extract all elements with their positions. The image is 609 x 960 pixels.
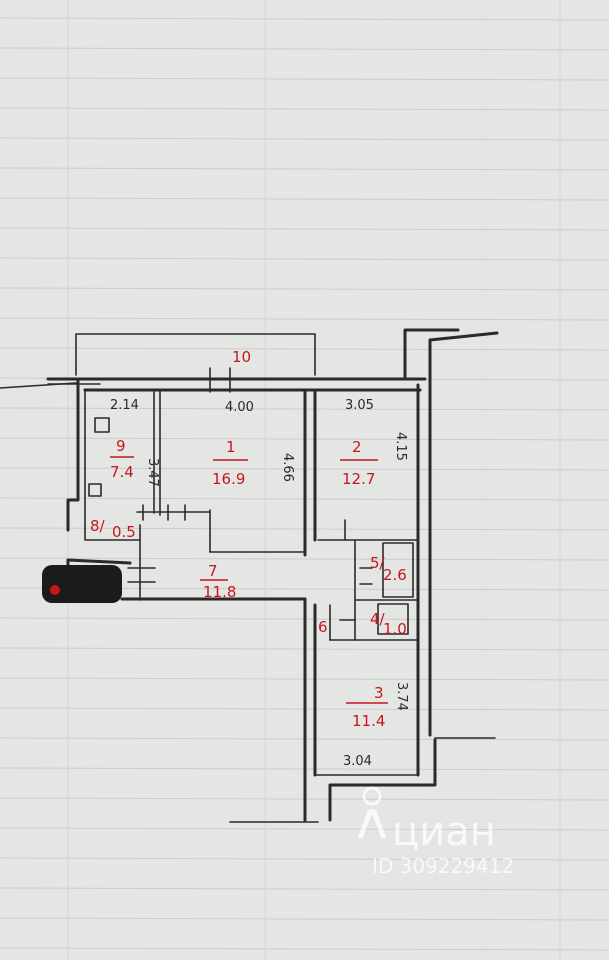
dim-3-04: 3.04 (343, 754, 372, 769)
room-2-number: 2 (352, 438, 362, 456)
grid-line (0, 857, 609, 861)
room-4-number: 4/ (370, 610, 386, 628)
watermark-id: ID 309229412 (372, 854, 514, 878)
dim-4-66: 4.66 (280, 453, 295, 482)
dim-4-15: 4.15 (393, 432, 408, 461)
dim-3-47: 3.47 (145, 458, 160, 487)
room-7-area: 11.8 (203, 583, 236, 601)
room-5-number: 5/ (370, 554, 386, 572)
room-3-number: 3 (374, 684, 384, 702)
grid-line (0, 917, 609, 921)
room-9-number: 9 (116, 437, 126, 455)
grid-line (0, 827, 609, 831)
grid-line (0, 317, 609, 321)
room-8-number: 8/ (90, 517, 106, 535)
grid-line (0, 77, 609, 81)
grid-line (0, 107, 609, 111)
room-6-number: 6 (318, 618, 328, 636)
grid-line (0, 887, 609, 891)
dim-2-14: 2.14 (110, 398, 139, 413)
room-1-number: 1 (226, 438, 236, 456)
grid-line (0, 347, 609, 351)
room-5-area: 2.6 (383, 566, 407, 584)
room-3-area: 11.4 (352, 712, 385, 730)
grid-line (0, 947, 609, 951)
interior-walls (83, 383, 422, 777)
outer-walls (0, 328, 499, 823)
room-10-number: 10 (232, 348, 251, 366)
grid-line (0, 557, 609, 561)
room-8-area: 0.5 (112, 523, 136, 541)
redaction-mark (42, 565, 122, 603)
room-9-area: 7.4 (110, 463, 134, 481)
grid-line (0, 17, 609, 21)
room-1-area: 16.9 (212, 470, 245, 488)
grid-line (0, 257, 609, 261)
dimension-labels: 2.14 4.00 3.05 3.47 4.66 4.15 3.74 3.04 (110, 398, 409, 769)
room-labels: 10 1 16.9 2 12.7 9 7.4 8/ 0.5 7 11.8 5/ … (90, 348, 407, 730)
grid-line (0, 137, 609, 141)
room-2-area: 12.7 (342, 470, 375, 488)
grid-line (0, 197, 609, 201)
dim-4-00: 4.00 (225, 400, 254, 415)
dim-3-05: 3.05 (345, 398, 374, 413)
room-7-number: 7 (208, 562, 218, 580)
map-pin-icon (357, 786, 387, 839)
grid-line (0, 227, 609, 231)
watermark: циан ID 309229412 (357, 786, 514, 878)
watermark-brand: циан (392, 809, 496, 855)
grid-line (0, 167, 609, 171)
grid-line (0, 47, 609, 51)
dim-3-74: 3.74 (394, 682, 409, 711)
room-4-area: 1.0 (383, 620, 407, 638)
grid-line (0, 287, 609, 291)
